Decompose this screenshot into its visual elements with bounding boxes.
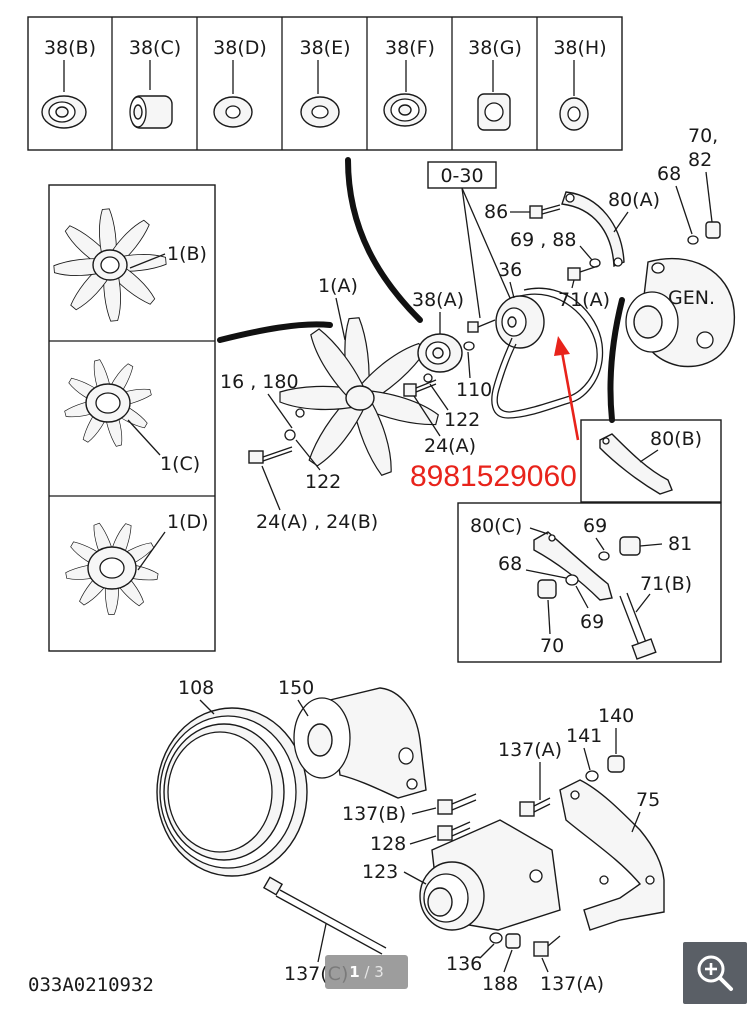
label-80a: 80(A) [608,189,660,211]
pulley-38b-drawing [41,95,87,129]
label-81: 81 [668,533,692,555]
zoom-button[interactable] [683,942,747,1004]
label-16-180: 16 , 180 [220,371,299,393]
label-69-upper: 69 [583,515,607,537]
label-80c: 80(C) [470,515,522,537]
bolt-128-drawing [437,821,471,841]
plate-75-drawing [559,779,665,931]
variant-label-38c: 38(C) [129,37,181,59]
bolt-137b-drawing [437,793,477,815]
variant-strip: 38(B) 38(C) 38(D) 38(E) 38(F) 38(G) 38(H… [27,16,623,151]
variant-label-38f: 38(F) [385,37,435,59]
crank-pulley-36-drawing [495,295,545,349]
label-188: 188 [482,973,518,995]
label-137a-top: 137(A) [498,739,562,761]
long-bolt-137c-drawing [262,876,387,955]
fan-clutch-38a-drawing [417,333,463,373]
page-total: 3 [374,963,384,981]
label-110: 110 [456,379,492,401]
fan-label-1d: 1(D) [167,511,209,533]
bracket-80b-box [580,419,722,503]
pulley-38d-drawing [213,96,253,128]
label-1a: 1(A) [318,275,358,297]
main-fan-drawing [279,316,441,478]
bracket-80c-box [457,502,722,663]
generator-drawing [625,257,736,368]
label-71b: 71(B) [640,573,692,595]
label-123: 123 [362,861,398,883]
highlighted-part-number: 8981529060 [410,460,577,493]
label-128: 128 [370,833,406,855]
label-69-88: 69 , 88 [510,229,576,251]
label-75: 75 [636,789,660,811]
label-69-lower: 69 [580,611,604,633]
tensioner-123-drawing [419,819,561,931]
label-137a-bottom: 137(A) [540,973,604,995]
label-82: 82 [688,149,712,171]
pulley-38e-drawing [300,96,340,128]
label-80b: 80(B) [650,428,702,450]
pulley-38f-drawing [383,93,427,127]
generator-label: GEN. [668,287,715,309]
variant-label-38d: 38(D) [213,37,267,59]
page-separator: / [359,963,375,981]
pulley-108-drawing [156,707,308,877]
drawing-code: 033A0210932 [28,974,154,996]
label-136: 136 [446,953,482,975]
label-122-right: 122 [444,409,480,431]
label-71a: 71(A) [558,289,610,311]
fan-1b-drawing [53,208,167,322]
label-68-lower: 68 [498,553,522,575]
pulley-38g-drawing [477,93,511,131]
bracket-80c-drawing [533,531,613,601]
label-137b: 137(B) [342,803,406,825]
variant-label-38e: 38(E) [299,37,350,59]
fan-1d-drawing [64,521,160,615]
label-38a: 38(A) [412,289,464,311]
label-108: 108 [178,677,214,699]
variant-label-38h: 38(H) [553,37,606,59]
label-24ab: 24(A) , 24(B) [256,511,378,533]
fan-label-1c: 1(C) [160,453,200,475]
bolt-137a-upper-drawing [519,797,551,817]
label-36: 36 [498,259,522,281]
bolt-24-drawing [248,446,293,464]
pulley-38h-drawing [559,97,589,131]
page-current: 1 [349,963,360,981]
fan-label-1b: 1(B) [167,243,207,265]
label-86: 86 [484,201,508,223]
label-140: 140 [598,705,634,727]
page-indicator: 1 / 3 [325,955,408,989]
fan-1c-drawing [63,358,153,448]
label-0-30: 0-30 [440,165,483,187]
label-122-left: 122 [305,471,341,493]
zoom-in-icon [697,955,733,991]
label-150: 150 [278,677,314,699]
variant-label-38g: 38(G) [468,37,522,59]
pulley-38c-drawing [129,95,173,129]
label-68-top: 68 [657,163,681,185]
label-24a: 24(A) [424,435,476,457]
part-number-arrow [554,336,580,441]
label-70-comma: 70, [688,125,718,147]
idler-housing-150-drawing [293,687,427,799]
drive-belt-drawing [491,287,604,419]
bracket-80b-drawing [599,433,673,495]
fan-variant-column: 1(B) 1(C) [48,184,216,652]
label-70: 70 [540,635,564,657]
bolt-24a-right-drawing [403,379,437,397]
variant-label-38b: 38(B) [44,37,96,59]
label-141: 141 [566,725,602,747]
bolt-71b-drawing [619,592,657,660]
adjusting-bracket-80a-drawing [561,191,625,268]
